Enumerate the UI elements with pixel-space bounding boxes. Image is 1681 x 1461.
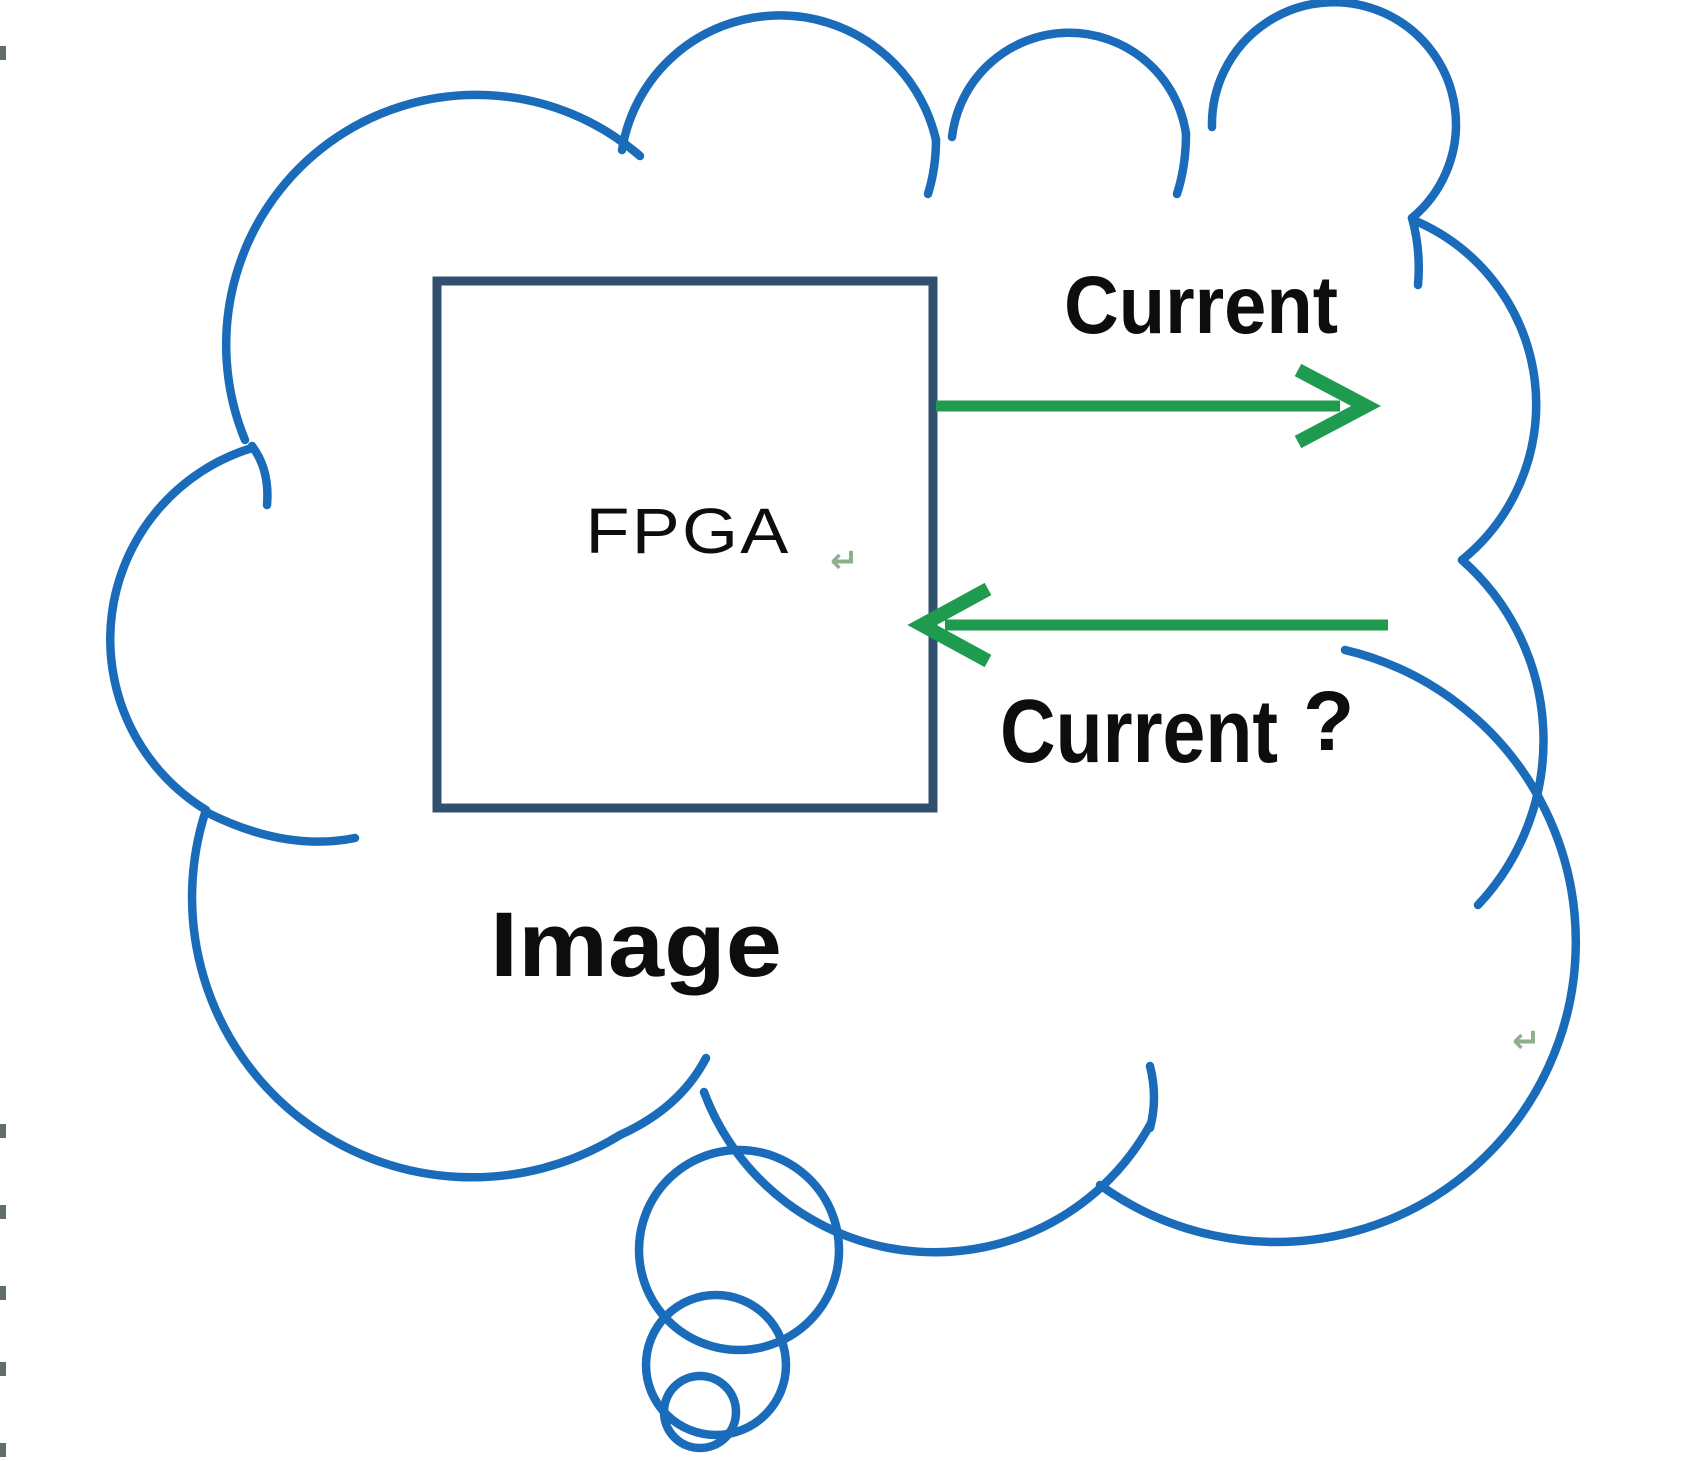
cloud-joint-spur xyxy=(615,1053,711,1140)
cloud-bump-top-mid xyxy=(947,28,1191,142)
margin-tick xyxy=(0,1443,6,1457)
cloud-bump-right-lower xyxy=(1457,555,1548,910)
cloud-bump-top-right xyxy=(1207,0,1461,223)
thought-tail-bubble-small xyxy=(659,1371,741,1453)
current-in-arrow-head xyxy=(907,582,992,668)
cloud-joint-spur xyxy=(1172,129,1191,199)
current-in-question-mark: ? xyxy=(1303,674,1354,768)
cloud-bump-bottom-left xyxy=(187,805,625,1182)
cloud-joint-spur xyxy=(923,135,941,199)
fpga-block xyxy=(432,276,938,813)
margin-tick xyxy=(0,1124,6,1138)
margin-tick xyxy=(0,1205,6,1219)
cloud-joint-spur xyxy=(1145,1061,1159,1133)
cloud-bump-top-left xyxy=(222,90,645,445)
current-out-label: Current xyxy=(1064,260,1338,351)
margin-tick xyxy=(0,1286,6,1300)
thought-cloud-icon xyxy=(106,0,1581,1453)
margin-ticks xyxy=(0,46,6,1457)
cloud-joint-spur xyxy=(1407,213,1423,290)
margin-tick xyxy=(0,1362,6,1376)
current-out-arrow-head xyxy=(1294,363,1381,449)
paragraph-return-mark: ↵ xyxy=(1512,1021,1541,1061)
cloud-bump-top xyxy=(617,11,941,155)
fpga-label: FPGA xyxy=(586,495,791,567)
cloud-bump-right-upper xyxy=(1413,217,1541,565)
image-label: Image xyxy=(490,894,782,996)
cloud-bump-bottom-right xyxy=(1095,645,1581,1247)
current-in-label: Current xyxy=(1000,682,1278,782)
thought-tail-bubble-medium xyxy=(641,1290,791,1440)
current-out-arrow-icon xyxy=(936,363,1381,449)
cloud-joint-spur xyxy=(201,807,360,846)
cloud-bump-bottom-mid xyxy=(699,1087,1155,1257)
cloud-joint-spur xyxy=(247,441,272,510)
margin-tick xyxy=(0,46,6,60)
thought-tail-bubble-large xyxy=(634,1145,844,1355)
paragraph-return-mark: ↵ xyxy=(830,541,859,581)
cloud-bump-left xyxy=(106,443,257,815)
current-in-arrow-icon xyxy=(907,582,1388,668)
